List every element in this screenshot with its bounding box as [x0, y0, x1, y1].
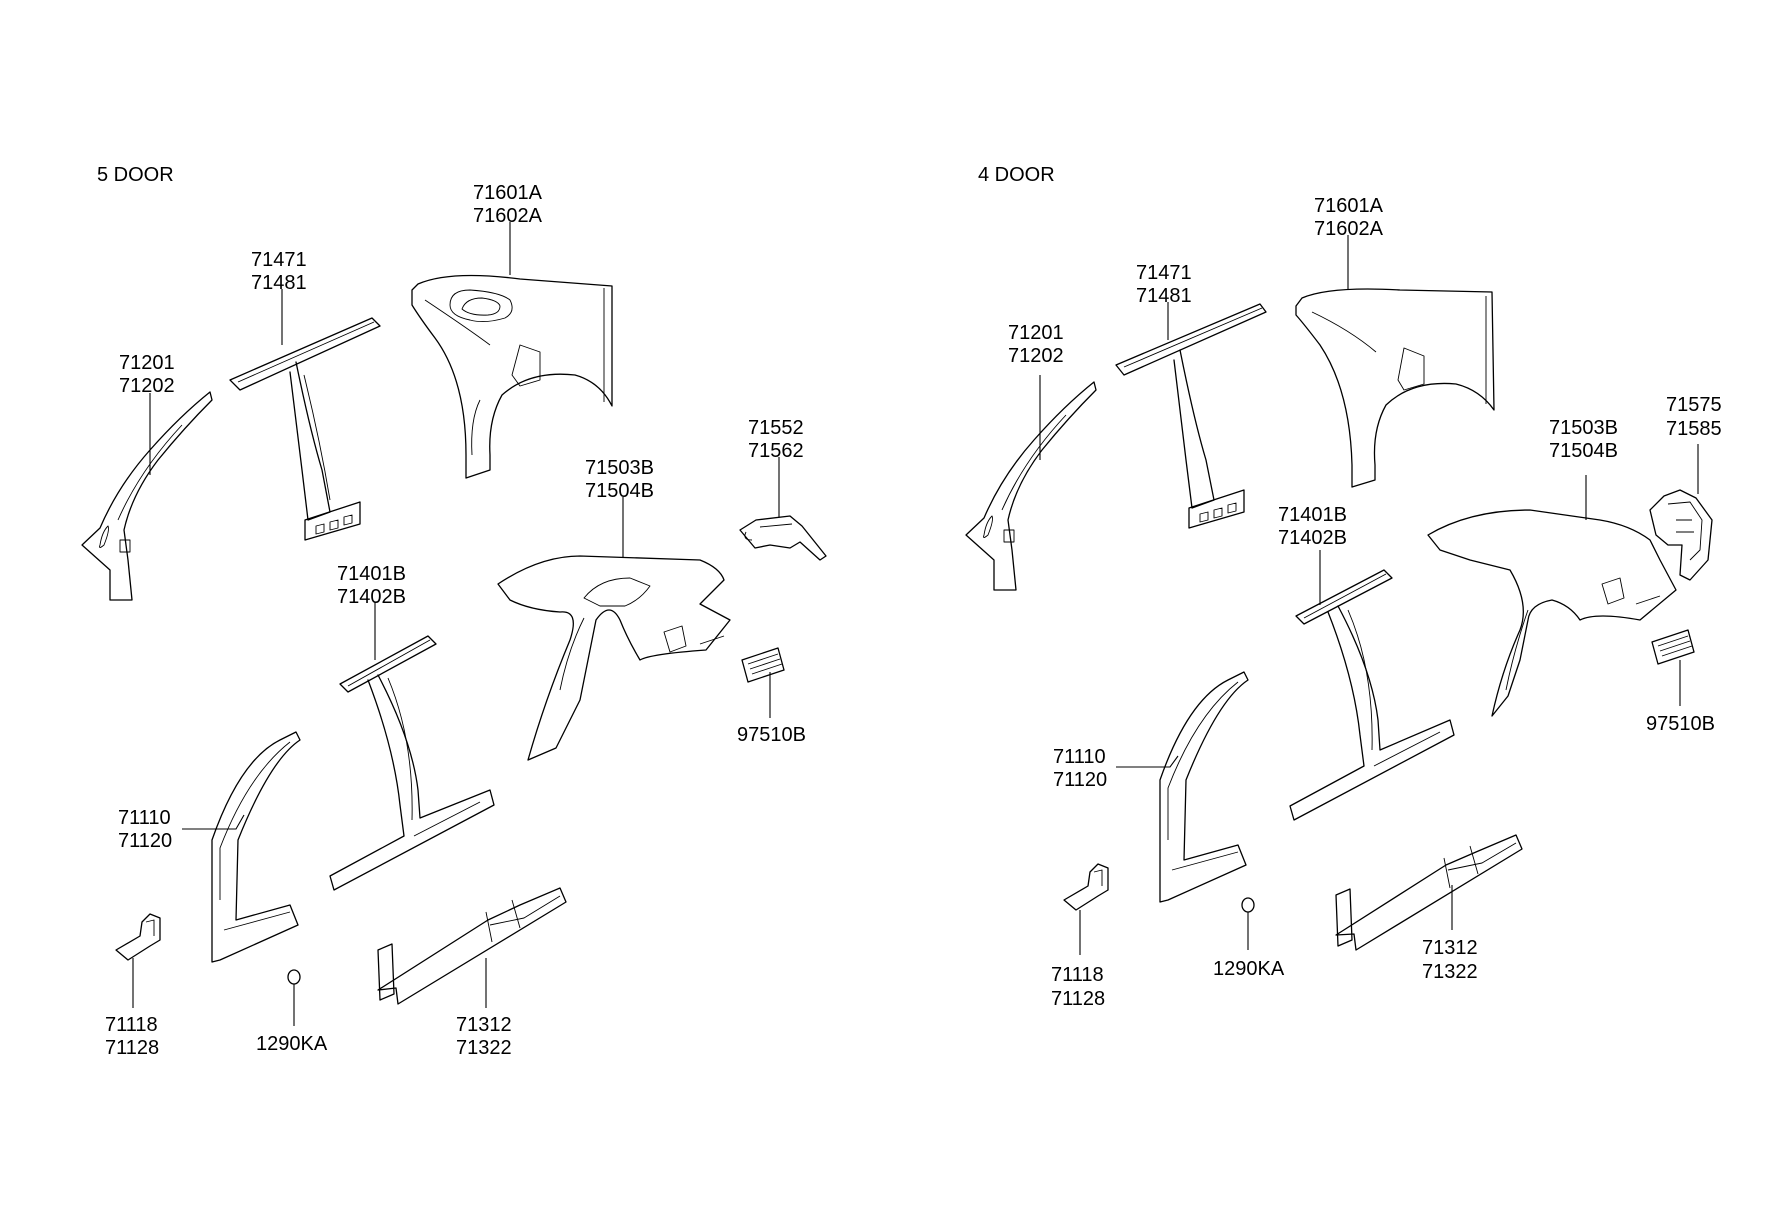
part-quarter-extension — [739, 515, 827, 561]
part-grille-vent — [1651, 629, 1695, 665]
label-quarter-outer-2: 71504B — [585, 480, 654, 502]
label-quarter-extension-2: 71585 — [1666, 418, 1722, 440]
part-center-pillar — [329, 635, 495, 891]
label-grille-vent: 97510B — [1646, 713, 1715, 735]
label-front-pillar-1: 71110 — [1053, 746, 1106, 768]
group-5-door: 5 DOOR 71601A 71602A 71471 71481 — [81, 164, 827, 1059]
part-grille-vent — [741, 647, 785, 683]
label-quarter-panel-upper-1: 71601A — [1314, 195, 1384, 217]
part-plug — [1241, 897, 1255, 913]
part-a-pillar-inner — [81, 391, 213, 601]
group-4-door: 4 DOOR 71601A 71602A 71471 71481 — [965, 164, 1722, 1010]
label-bracket-2: 71128 — [1051, 988, 1105, 1010]
label-center-pillar-2: 71402B — [1278, 527, 1347, 549]
label-quarter-panel-upper-2: 71602A — [1314, 218, 1384, 240]
label-a-pillar-inner-1: 71201 — [119, 352, 175, 374]
label-plug: 1290KA — [256, 1033, 328, 1055]
part-front-pillar — [1159, 671, 1249, 903]
part-quarter-extension — [1649, 489, 1713, 581]
label-quarter-outer-2: 71504B — [1549, 440, 1618, 462]
label-roof-rail-rear-2: 71481 — [1136, 285, 1192, 307]
label-quarter-extension-1: 71552 — [748, 417, 804, 439]
label-roof-rail-rear-1: 71471 — [1136, 262, 1192, 284]
label-bracket-2: 71128 — [105, 1037, 159, 1059]
part-center-pillar — [1289, 569, 1455, 821]
label-quarter-panel-upper-1: 71601A — [473, 182, 543, 204]
label-quarter-outer-1: 71503B — [1549, 417, 1618, 439]
part-roof-rail-rear — [1115, 303, 1267, 529]
label-grille-vent: 97510B — [737, 724, 806, 746]
heading-5-door: 5 DOOR — [97, 164, 174, 186]
label-roof-rail-rear-2: 71481 — [251, 272, 307, 294]
label-center-pillar-1: 71401B — [1278, 504, 1347, 526]
label-quarter-extension-1: 71575 — [1666, 394, 1722, 416]
part-front-pillar — [211, 731, 301, 963]
label-center-pillar-2: 71402B — [337, 586, 406, 608]
label-a-pillar-inner-2: 71202 — [119, 375, 175, 397]
part-side-sill — [377, 887, 567, 1005]
label-side-sill-1: 71312 — [456, 1014, 512, 1036]
part-quarter-panel-upper — [411, 274, 613, 479]
label-quarter-extension-2: 71562 — [748, 440, 804, 462]
part-a-pillar-inner — [965, 381, 1097, 591]
part-bracket — [1063, 863, 1109, 911]
label-quarter-outer-1: 71503B — [585, 457, 654, 479]
part-bracket — [115, 913, 161, 961]
part-side-sill — [1335, 834, 1523, 951]
label-a-pillar-inner-2: 71202 — [1008, 345, 1064, 367]
label-bracket-1: 71118 — [105, 1014, 158, 1036]
label-side-sill-2: 71322 — [1422, 961, 1478, 983]
part-quarter-outer — [497, 555, 731, 761]
part-plug — [287, 969, 301, 985]
label-a-pillar-inner-1: 71201 — [1008, 322, 1064, 344]
label-quarter-panel-upper-2: 71602A — [473, 205, 543, 227]
label-center-pillar-1: 71401B — [337, 563, 406, 585]
label-side-sill-1: 71312 — [1422, 937, 1478, 959]
label-front-pillar-2: 71120 — [118, 830, 172, 852]
label-plug: 1290KA — [1213, 958, 1285, 980]
part-quarter-outer — [1427, 509, 1677, 717]
label-front-pillar-1: 71110 — [118, 807, 171, 829]
part-roof-rail-rear — [229, 317, 381, 541]
label-front-pillar-2: 71120 — [1053, 769, 1107, 791]
label-bracket-1: 71118 — [1051, 964, 1104, 986]
label-side-sill-2: 71322 — [456, 1037, 512, 1059]
label-roof-rail-rear-1: 71471 — [251, 249, 307, 271]
heading-4-door: 4 DOOR — [978, 164, 1055, 186]
part-quarter-panel-upper — [1295, 288, 1495, 488]
